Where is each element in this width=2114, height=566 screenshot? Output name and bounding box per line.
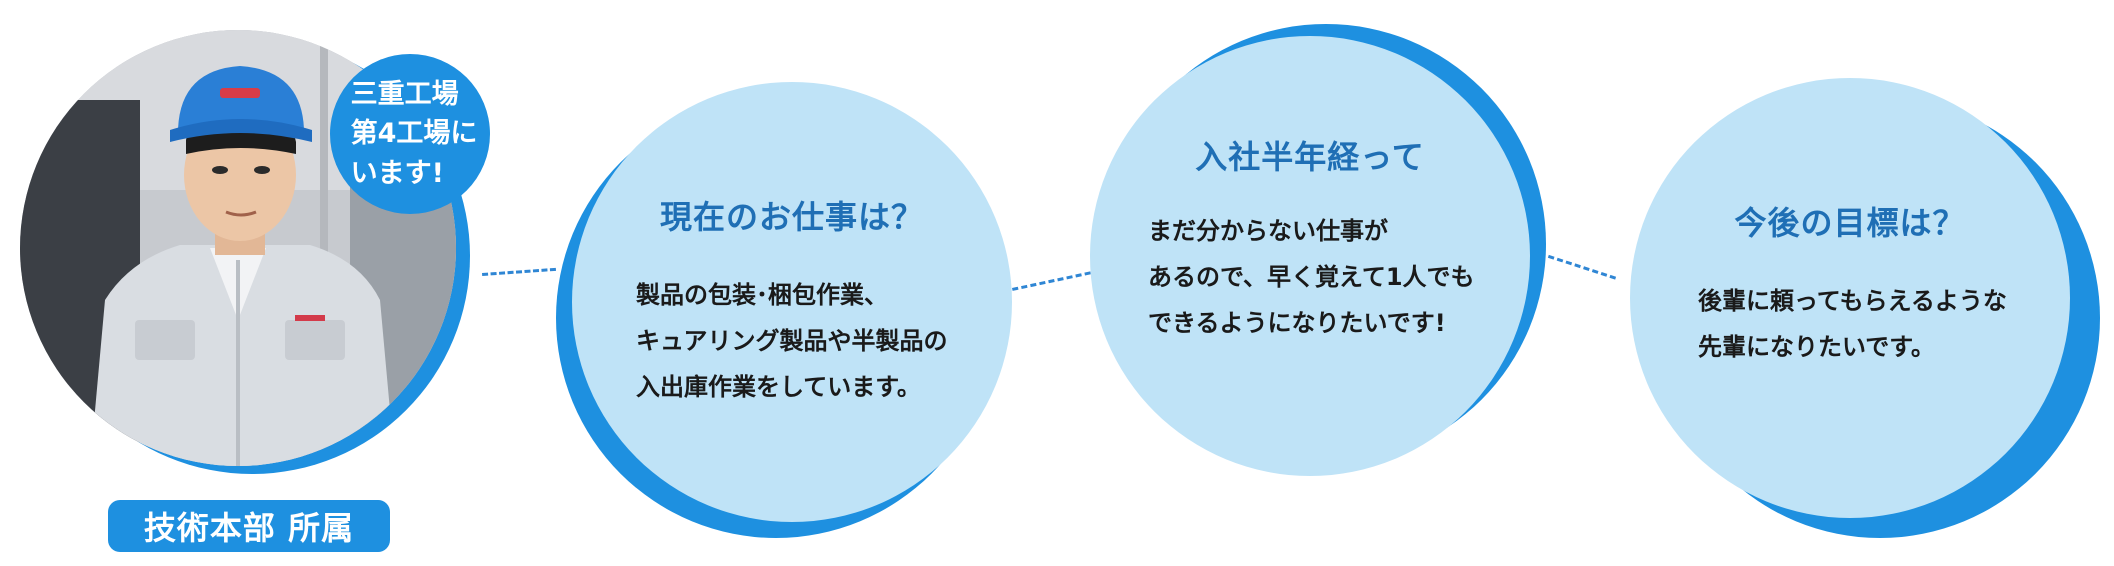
- circle-line: キュアリング製品や半製品の: [636, 327, 948, 355]
- location-line-3: います!: [350, 157, 444, 189]
- circle-title: 今後の目標は？: [1734, 204, 1966, 242]
- circle-body: まだ分からない仕事が あるので、早く覚えて1人でも できるようになりたいです!: [1148, 208, 1475, 346]
- circle-line: 先輩になりたいです。: [1698, 333, 1935, 361]
- location-bubble: 三重工場 第4工場に います!: [330, 54, 490, 214]
- circle-line: できるようになりたいです!: [1148, 309, 1446, 337]
- location-line-1: 三重工場: [350, 79, 459, 111]
- circle-line: あるので、早く覚えて1人でも: [1148, 263, 1475, 291]
- circle-fill: 入社半年経って まだ分からない仕事が あるので、早く覚えて1人でも できるように…: [1090, 36, 1530, 476]
- circle-body: 製品の包装･梱包作業、 キュアリング製品や半製品の 入出庫作業をしています。: [636, 272, 948, 410]
- circle-fill: 現在のお仕事は？ 製品の包装･梱包作業、 キュアリング製品や半製品の 入出庫作業…: [572, 82, 1012, 522]
- circle-title: 現在のお仕事は？: [659, 198, 924, 236]
- circle-line: 入出庫作業をしています。: [636, 373, 921, 401]
- circle-body: 後輩に頼ってもらえるような 先輩になりたいです。: [1698, 278, 2007, 370]
- circle-line: 製品の包装･梱包作業、: [636, 281, 888, 309]
- location-line-2: 第4工場に: [350, 118, 478, 150]
- department-badge: 技術本部 所属: [108, 500, 390, 552]
- circle-title: 入社半年経って: [1195, 138, 1425, 176]
- connector-2: [1012, 271, 1091, 291]
- circle-line: まだ分からない仕事が: [1148, 217, 1388, 245]
- circle-line: 後輩に頼ってもらえるような: [1698, 287, 2007, 315]
- circle-fill: 今後の目標は？ 後輩に頼ってもらえるような 先輩になりたいです。: [1630, 78, 2070, 518]
- connector-1: [482, 267, 557, 276]
- connector-3: [1539, 252, 1617, 280]
